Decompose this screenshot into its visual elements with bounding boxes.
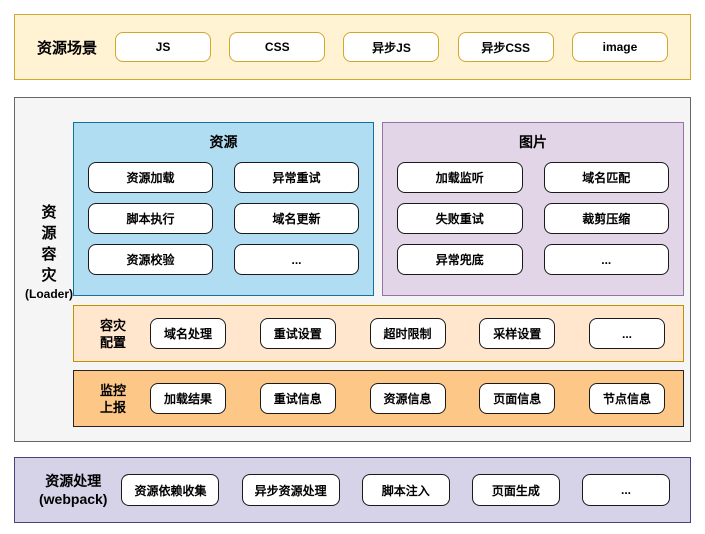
scenario-item-css: CSS — [229, 32, 326, 62]
config-node-timeout: 超时限制 — [369, 318, 446, 349]
scenario-item-async-css: 异步CSS — [457, 32, 554, 62]
monitor-row-items: 加载结果 重试信息 资源信息 页面信息 节点信息 — [150, 383, 665, 414]
monitor-node-retry-info: 重试信息 — [259, 383, 336, 414]
scenario-item-js: JS — [115, 32, 212, 62]
loader-label: 资 源 容 灾 (Loader) — [23, 202, 75, 302]
scenario-item-async-js: 异步JS — [343, 32, 440, 62]
loader-label-char: 灾 — [41, 267, 57, 284]
image-node-listen: 加载监听 — [397, 162, 523, 193]
webpack-node-script-inject: 脚本注入 — [361, 474, 450, 506]
loader-label-suffix: (Loader) — [25, 287, 73, 301]
webpack-label-top: 资源处理 — [45, 473, 102, 489]
config-node-more: ... — [589, 318, 665, 349]
image-node-fail-retry: 失败重试 — [397, 203, 523, 234]
resource-node-script-exec: 脚本执行 — [88, 203, 213, 234]
config-node-domain: 域名处理 — [150, 318, 226, 349]
resource-node-domain-update: 域名更新 — [234, 203, 359, 234]
image-node-fallback: 异常兜底 — [397, 244, 523, 275]
config-row: 容灾 配置 域名处理 重试设置 超时限制 采样设置 ... — [73, 305, 684, 362]
webpack-node-async-process: 异步资源处理 — [241, 474, 340, 506]
webpack-node-more: ... — [582, 474, 670, 506]
config-row-items: 域名处理 重试设置 超时限制 采样设置 ... — [150, 318, 665, 349]
monitor-node-page-info: 页面信息 — [479, 383, 556, 414]
resource-node-more: ... — [234, 244, 359, 275]
monitor-node-node-info: 节点信息 — [589, 383, 665, 414]
webpack-label-bottom: (webpack) — [39, 491, 108, 507]
resource-panel-title: 资源 — [209, 134, 238, 150]
webpack-band: 资源处理 (webpack) 资源依赖收集 异步资源处理 脚本注入 页面生成 .… — [14, 457, 691, 523]
monitor-node-load-result: 加载结果 — [150, 383, 226, 414]
webpack-node-page-gen: 页面生成 — [471, 474, 560, 506]
monitor-row: 监控 上报 加载结果 重试信息 资源信息 页面信息 节点信息 — [73, 370, 684, 427]
image-node-crop-compress: 裁剪压缩 — [543, 203, 669, 234]
loader-container: 资 源 容 灾 (Loader) 资源 资源加载 异常重试 脚本执行 域名更新 … — [14, 97, 691, 442]
config-node-sampling: 采样设置 — [479, 318, 556, 349]
scenario-label: 资源场景 — [37, 39, 98, 57]
monitor-node-resource-info: 资源信息 — [369, 383, 446, 414]
resource-node-verify: 资源校验 — [88, 244, 213, 275]
image-node-more: ... — [543, 244, 669, 275]
loader-label-char: 容 — [41, 246, 57, 263]
monitor-row-label-top: 监控 — [99, 382, 126, 398]
monitor-row-label: 监控 上报 — [90, 382, 136, 416]
config-node-retry: 重试设置 — [259, 318, 336, 349]
monitor-row-label-bottom: 上报 — [99, 399, 126, 415]
resource-node-load: 资源加载 — [88, 162, 213, 193]
loader-label-char: 资 — [41, 204, 57, 221]
resource-panel-grid: 资源加载 异常重试 脚本执行 域名更新 资源校验 ... — [88, 162, 359, 275]
scenario-items: JS CSS 异步JS 异步CSS image — [115, 32, 668, 62]
webpack-node-dep-collect: 资源依赖收集 — [121, 474, 220, 506]
image-panel-title: 图片 — [519, 134, 547, 150]
resource-panel: 资源 资源加载 异常重试 脚本执行 域名更新 资源校验 ... — [73, 122, 374, 296]
image-panel-grid: 加载监听 域名匹配 失败重试 裁剪压缩 异常兜底 ... — [397, 162, 669, 275]
config-row-label-top: 容灾 — [99, 317, 126, 333]
webpack-label: 资源处理 (webpack) — [39, 472, 107, 508]
scenario-item-image: image — [571, 32, 668, 62]
scenario-band: 资源场景 JS CSS 异步JS 异步CSS image — [14, 14, 691, 80]
config-row-label: 容灾 配置 — [90, 317, 136, 351]
resource-node-retry: 异常重试 — [234, 162, 359, 193]
loader-label-char: 源 — [41, 225, 57, 242]
webpack-items: 资源依赖收集 异步资源处理 脚本注入 页面生成 ... — [121, 474, 670, 506]
config-row-label-bottom: 配置 — [99, 334, 126, 350]
image-panel: 图片 加载监听 域名匹配 失败重试 裁剪压缩 异常兜底 ... — [382, 122, 684, 296]
image-node-domain-match: 域名匹配 — [543, 162, 669, 193]
